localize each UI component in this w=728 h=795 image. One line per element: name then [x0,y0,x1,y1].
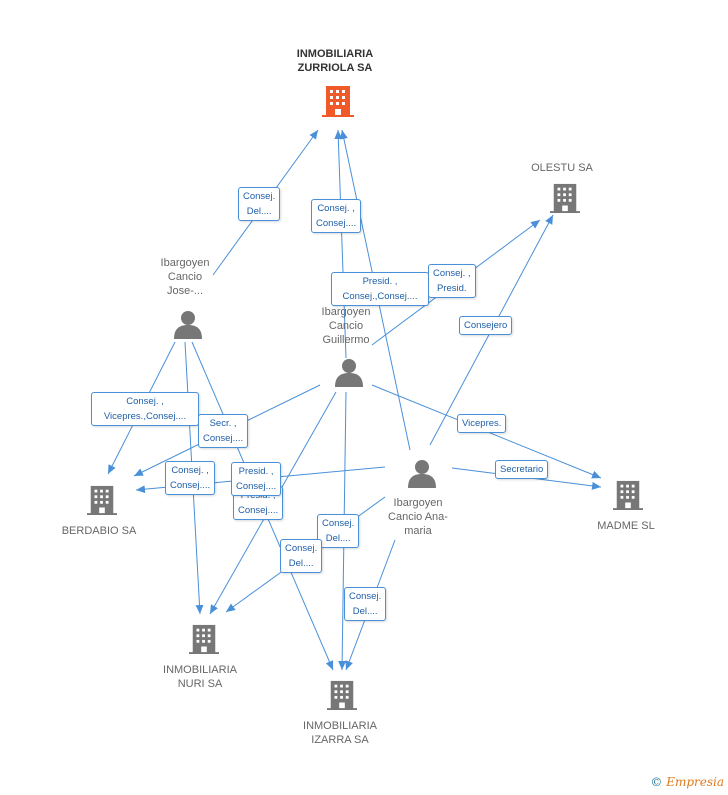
node-label-anamaria[interactable]: Ibargoyen Cancio Ana- maria [388,497,448,537]
edge-label-consej-del3[interactable]: Consej. Del.... [344,587,387,621]
node-label-olestu[interactable]: OLESTU SA [531,162,593,174]
edge-label-anamaria-olestu[interactable]: Consej. , Presid. [428,264,476,298]
node-label-jose[interactable]: Ibargoyen Cancio Jose-... [160,257,210,297]
brand-name: Empresia [666,775,724,789]
brand-logo[interactable]: © Empresia [650,775,724,789]
edge-label-vicepres[interactable]: Vicepres. [457,414,507,433]
edge-label-consej-del1[interactable]: Consej. Del.... [317,514,360,548]
node-label-nuri[interactable]: INMOBILIARIA NURI SA [163,664,237,690]
node-label-izarra[interactable]: INMOBILIARIA IZARRA SA [303,720,377,746]
building-icon-izarra[interactable] [327,678,357,717]
edge-label-consej-berdabio2[interactable]: Consej. , Consej.... [165,461,216,495]
building-icon-berdabio[interactable] [87,483,117,522]
node-label-berdabio[interactable]: BERDABIO SA [61,525,137,537]
building-icon-nuri[interactable] [189,622,219,661]
edge-label-jose-zurriola[interactable]: Consej. Del.... [238,187,281,221]
edge-label-secr[interactable]: Secr. , Consej.... [198,414,249,448]
node-label-zurriola[interactable]: INMOBILIARIA ZURRIOLA SA [296,48,374,74]
person-icon-guillermo[interactable] [333,356,365,393]
node-label-madme[interactable]: MADME SL [597,520,655,532]
person-icon-anamaria[interactable] [406,457,438,494]
edge-label-consejero[interactable]: Consejero [459,316,513,335]
person-icon-jose[interactable] [172,308,204,345]
edge-label-jose-berdabio[interactable]: Consej. , Vicepres.,Consej.... [91,392,199,426]
edge-label-guillermo-olestu[interactable]: Presid. , Consej.,Consej.... [331,272,429,306]
copyright-symbol: © [650,775,663,789]
node-label-guillermo[interactable]: Ibargoyen Cancio Guillermo [321,306,371,346]
edge-label-secretario[interactable]: Secretario [495,460,549,479]
edge-label-guillermo-zurriola[interactable]: Consej. , Consej.... [311,199,362,233]
edge-label-consej-del2[interactable]: Consej. Del.... [280,539,323,573]
edge-label-presid-consej1[interactable]: Presid. , Consej.... [231,462,282,496]
building-icon-olestu[interactable] [550,181,580,220]
building-icon-main[interactable] [322,84,354,123]
building-icon-madme[interactable] [613,478,643,517]
edge-guillermo-zurriola [334,129,347,359]
